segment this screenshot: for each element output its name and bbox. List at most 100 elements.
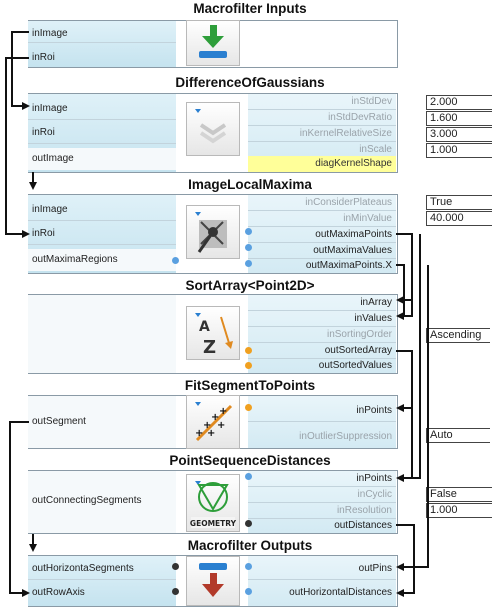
port-dot bbox=[245, 563, 252, 570]
port-inoutliersuppression[interactable]: inOutlierSuppression bbox=[299, 431, 392, 442]
connector-line bbox=[396, 265, 429, 571]
port-inarray[interactable]: inArray bbox=[248, 295, 396, 311]
node-title-macrofilter-outputs: Macrofilter Outputs bbox=[187, 538, 313, 553]
value-incyclic[interactable]: False bbox=[426, 487, 492, 502]
svg-text:+: + bbox=[211, 412, 219, 423]
upload-arrow-icon bbox=[199, 563, 227, 597]
port-incyclic[interactable]: inCyclic bbox=[248, 487, 396, 503]
sort-icon: A Z bbox=[186, 306, 240, 360]
port-outhorizontaldistances[interactable]: outHorizontalDistances bbox=[289, 587, 392, 598]
port-diagkernelshape[interactable]: diagKernelShape bbox=[248, 156, 396, 172]
port-outhorizontasegments[interactable]: outHorizontaSegments bbox=[28, 558, 176, 580]
value-inconsiderplateaus[interactable]: True bbox=[426, 195, 492, 210]
port-dot bbox=[245, 520, 252, 527]
geometry-caption: GEOMETRY bbox=[190, 519, 237, 528]
fit-left-panel: outSegment bbox=[28, 396, 176, 448]
port-dot bbox=[245, 588, 252, 595]
svg-text:+: + bbox=[195, 428, 203, 439]
port-inimage[interactable]: inImage bbox=[28, 25, 176, 43]
value-instddev[interactable]: 2.000 bbox=[426, 95, 492, 110]
port-insortingorder[interactable]: inSortingOrder bbox=[248, 327, 396, 343]
port-outmaximapoints-x[interactable]: outMaximaPoints.X bbox=[305, 260, 392, 271]
local-maxima-pin-icon bbox=[195, 212, 227, 253]
port-outdistances[interactable]: outDistances bbox=[334, 520, 392, 531]
value-insortingorder[interactable]: Ascending bbox=[426, 328, 490, 343]
fit-right-panel: inPoints inOutlierSuppression bbox=[248, 396, 396, 448]
value-inminvalue[interactable]: 40.000 bbox=[426, 211, 492, 226]
port-dot bbox=[245, 404, 252, 411]
port-outsortedarray[interactable]: outSortedArray bbox=[248, 343, 396, 359]
svg-text:Z: Z bbox=[203, 337, 216, 358]
svg-text:+: + bbox=[217, 420, 225, 431]
geometry-icon: GEOMETRY bbox=[190, 481, 237, 528]
port-outrowaxis[interactable]: outRowAxis bbox=[32, 587, 85, 598]
psd-left-panel: outConnectingSegments bbox=[28, 471, 176, 533]
port-inconsiderplateaus[interactable]: inConsiderPlateaus bbox=[248, 195, 396, 211]
port-outmaximapoints[interactable]: outMaximaPoints bbox=[248, 227, 396, 243]
port-inroi[interactable]: inRoi bbox=[28, 223, 176, 245]
node-title-sort-array: SortArray<Point2D> bbox=[185, 278, 315, 293]
connector-line bbox=[9, 421, 30, 597]
node-title-point-sequence-distances: PointSequenceDistances bbox=[169, 453, 331, 468]
port-inroi[interactable]: inRoi bbox=[28, 122, 176, 144]
port-dot bbox=[245, 362, 252, 369]
port-dot bbox=[245, 347, 252, 354]
node-title-image-local-maxima: ImageLocalMaxima bbox=[188, 177, 312, 192]
value-instddevratio[interactable]: 1.600 bbox=[426, 111, 492, 126]
node-title-fit-segment: FitSegmentToPoints bbox=[184, 378, 316, 393]
port-dot bbox=[172, 588, 179, 595]
macrofilter-inputs-icon bbox=[186, 20, 240, 66]
port-inimage[interactable]: inImage bbox=[28, 199, 176, 221]
gaussian-chevrons-icon bbox=[195, 109, 227, 144]
connector-line bbox=[396, 234, 421, 482]
connector-line bbox=[396, 524, 415, 597]
port-outconnectingsegments[interactable]: outConnectingSegments bbox=[32, 495, 142, 506]
port-outmaximavalues[interactable]: outMaximaValues bbox=[248, 243, 396, 259]
port-outmaximaregions[interactable]: outMaximaRegions bbox=[28, 249, 176, 271]
port-dot bbox=[172, 257, 179, 264]
port-outsegment[interactable]: outSegment bbox=[32, 416, 86, 427]
outputs-icon bbox=[186, 556, 240, 606]
ilm-left-panel: inImage inRoi outMaximaRegions bbox=[28, 195, 176, 273]
value-inscale[interactable]: 1.000 bbox=[426, 143, 492, 158]
port-inroi[interactable]: inRoi bbox=[32, 52, 55, 63]
macrofilter-inputs-left-panel: inImage inRoi bbox=[28, 21, 176, 67]
port-inresolution[interactable]: inResolution bbox=[248, 503, 396, 519]
outputs-left-panel: outHorizontaSegments outRowAxis bbox=[28, 556, 176, 606]
port-invalues[interactable]: inValues bbox=[248, 311, 396, 327]
node-title-difference-of-gaussians: DifferenceOfGaussians bbox=[175, 75, 325, 90]
port-dot bbox=[245, 228, 252, 235]
ilm-icon bbox=[186, 205, 240, 259]
port-inpoints[interactable]: inPoints bbox=[248, 471, 396, 487]
value-inkernelrelativesize[interactable]: 3.000 bbox=[426, 127, 492, 142]
download-arrow-icon bbox=[199, 25, 227, 58]
svg-text:A: A bbox=[199, 319, 210, 335]
svg-text:+: + bbox=[207, 428, 215, 439]
port-inimage[interactable]: inImage bbox=[28, 98, 176, 120]
port-instddevratio[interactable]: inStdDevRatio bbox=[248, 110, 396, 126]
port-inkernelrelativesize[interactable]: inKernelRelativeSize bbox=[248, 126, 396, 142]
connector-line bbox=[11, 31, 30, 110]
port-dot bbox=[245, 244, 252, 251]
sort-az-icon: A Z bbox=[195, 313, 233, 358]
port-outimage[interactable]: outImage bbox=[28, 148, 176, 170]
port-inminvalue[interactable]: inMinValue bbox=[248, 211, 396, 227]
psd-icon: GEOMETRY bbox=[186, 474, 240, 532]
value-inresolution[interactable]: 1.000 bbox=[426, 503, 492, 518]
sort-left-panel bbox=[28, 295, 176, 373]
node-title-macrofilter-inputs: Macrofilter Inputs bbox=[193, 1, 307, 16]
port-outsortedvalues[interactable]: outSortedValues bbox=[318, 360, 392, 371]
psd-right-panel: inPoints inCyclic inResolution outDistan… bbox=[248, 471, 396, 533]
outputs-right-panel: outPins outHorizontalDistances bbox=[248, 556, 396, 606]
port-dot bbox=[245, 473, 252, 480]
port-instddev[interactable]: inStdDev bbox=[248, 94, 396, 110]
ilm-right-panel: inConsiderPlateaus inMinValue outMaximaP… bbox=[248, 195, 396, 273]
value-inoutliersuppression[interactable]: Auto bbox=[426, 428, 490, 443]
fit-segment-icon: + + + + + + bbox=[195, 402, 233, 442]
port-outpins[interactable]: outPins bbox=[248, 558, 396, 580]
connector-line bbox=[396, 300, 413, 320]
port-inpoints[interactable]: inPoints bbox=[248, 400, 396, 422]
svg-text:+: + bbox=[203, 420, 211, 431]
sort-right-panel: inArray inValues inSortingOrder outSorte… bbox=[248, 295, 396, 373]
svg-text:+: + bbox=[219, 406, 227, 417]
